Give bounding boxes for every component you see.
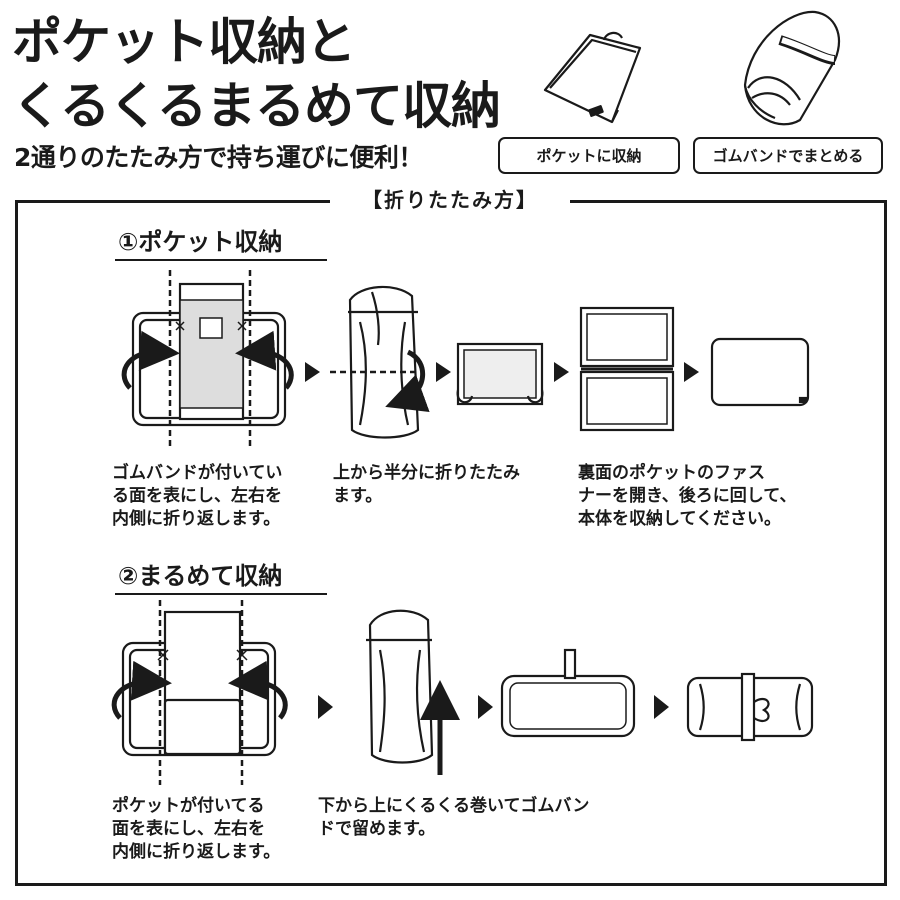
method1-step5-pouch [710,337,810,407]
badge-pocket: ポケットに収納 [498,137,680,174]
method2-step1-bag [121,600,277,785]
method1-step1-caption: ゴムバンドが付いてい る面を表にし、左右を 内側に折り返します。 [112,463,283,529]
title: ポケット収納と くるくるまるめて収納 [12,10,501,138]
pocket-pouch-icon [543,31,642,124]
method2-step4-rolled [686,672,814,742]
rolled-bag-icon [743,10,840,126]
method2-step1-caption: ポケットが付いてる 面を表にし、左右を 内側に折り返します。 [112,796,281,862]
step-arrow-icon [305,362,699,382]
method1-step3-bag [456,342,544,406]
method1-step1-bag [131,270,287,450]
method1-underline [115,259,327,261]
method1-step3-caption: 裏面のポケットのファス ナーを開き、後ろに回して、 本体を収納してください。 [578,463,797,529]
method2-title: ②まるめて収納 [118,562,283,590]
method1-step2-bag [330,285,430,439]
fold-arrow-icon [121,330,294,390]
step-arrow-icon [318,695,669,719]
method2-step3-roll [500,648,636,738]
badge-band: ゴムバンドでまとめる [693,137,883,174]
method2-underline [115,593,327,595]
title-line-1: ポケット収納と [12,13,356,71]
section-label: 【折りたたみ方】 [330,184,570,213]
method1-step4-pocket [579,306,675,432]
method1-title: ①ポケット収納 [118,228,283,256]
method1-step2-caption: 上から半分に折りたたみ ます。 [333,463,520,506]
method2-step2-bag [366,609,460,775]
method2-step2-caption: 下から上にくるくる巻いてゴムバン ドで留めます。 [318,796,590,839]
title-line-2: くるくるまるめて収納 [12,77,501,135]
fold-arrow-icon [111,660,288,720]
subtitle: 2通りのたたみ方で持ち運びに便利！ [14,143,423,172]
